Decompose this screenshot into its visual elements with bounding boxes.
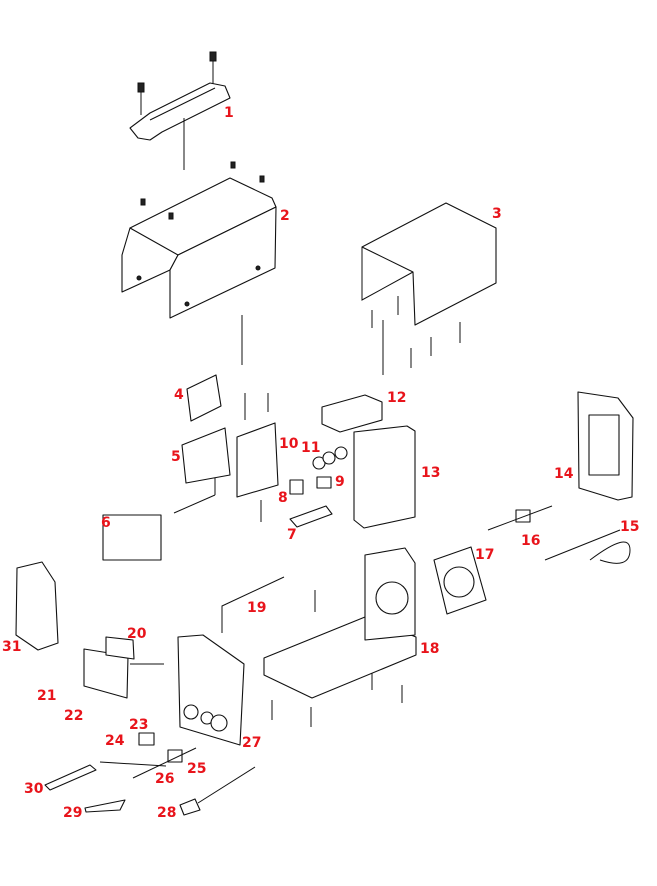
label-part-16: 16 <box>521 533 541 549</box>
label-part-11: 11 <box>301 440 321 456</box>
part-rear-assembly <box>433 391 634 615</box>
label-part-14: 14 <box>554 466 574 482</box>
label-part-15: 15 <box>620 519 640 535</box>
label-part-18: 18 <box>420 641 440 657</box>
label-part-29: 29 <box>63 805 83 821</box>
label-part-27: 27 <box>242 735 262 751</box>
label-part-28: 28 <box>157 805 177 821</box>
label-part-1: 1 <box>224 105 234 121</box>
part-internals <box>173 374 416 612</box>
label-part-10: 10 <box>279 436 299 452</box>
label-part-20: 20 <box>127 626 147 642</box>
label-part-24: 24 <box>105 733 125 749</box>
part-front-panel <box>177 634 245 746</box>
label-part-3: 3 <box>492 206 502 222</box>
label-part-9: 9 <box>335 474 345 490</box>
part-handle <box>129 51 231 170</box>
part-chassis <box>221 547 417 727</box>
part-side-cover <box>361 202 497 375</box>
label-part-7: 7 <box>287 527 297 543</box>
label-part-17: 17 <box>475 547 495 563</box>
label-part-8: 8 <box>278 490 288 506</box>
label-part-5: 5 <box>171 449 181 465</box>
label-part-31: 31 <box>2 639 22 655</box>
label-part-19: 19 <box>247 600 267 616</box>
label-part-2: 2 <box>280 208 290 224</box>
label-part-25: 25 <box>187 761 207 777</box>
part-control-plate <box>83 636 164 699</box>
label-part-23: 23 <box>129 717 149 733</box>
part-cables <box>44 732 256 816</box>
part-welding-mask <box>15 561 59 651</box>
label-part-6: 6 <box>101 515 111 531</box>
part-transformer <box>102 514 162 561</box>
label-part-26: 26 <box>155 771 175 787</box>
label-part-13: 13 <box>421 465 441 481</box>
label-part-12: 12 <box>387 390 407 406</box>
label-part-21: 21 <box>37 688 57 704</box>
label-part-4: 4 <box>174 387 184 403</box>
label-part-30: 30 <box>24 781 44 797</box>
label-part-22: 22 <box>64 708 84 724</box>
part-upper-cover <box>121 161 277 365</box>
